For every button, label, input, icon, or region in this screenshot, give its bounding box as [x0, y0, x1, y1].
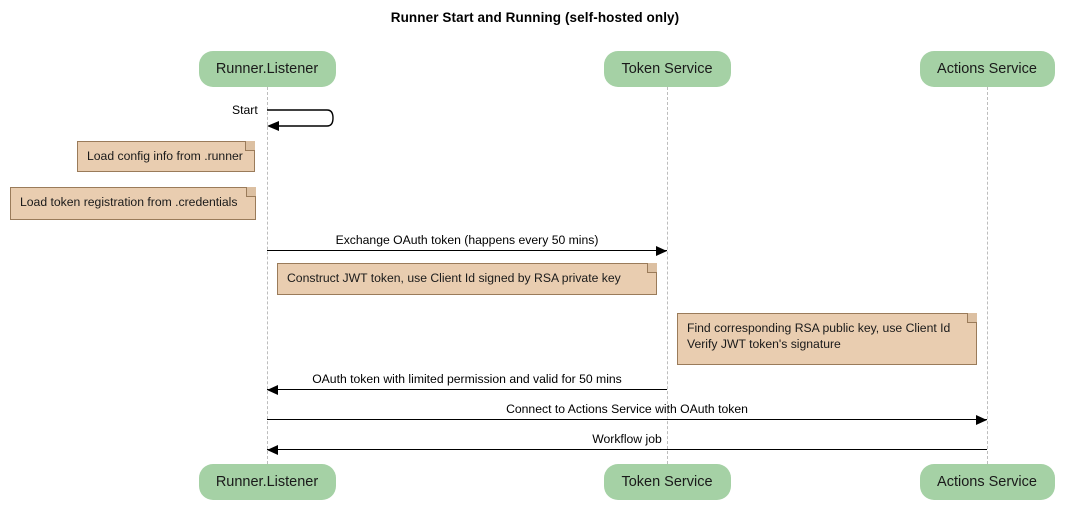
arrowhead-icon [267, 444, 278, 455]
lifeline-actions [987, 87, 988, 464]
participant-label: Token Service [621, 474, 713, 490]
msg-oauth-token-reply-label: OAuth token with limited permission and … [312, 372, 622, 386]
lifeline-runner [267, 87, 268, 464]
note-text: Construct JWT token, use Client Id signe… [287, 271, 621, 285]
arrowhead-icon [267, 121, 279, 131]
participant-token-top[interactable]: Token Service [603, 51, 731, 87]
participant-label: Actions Service [937, 61, 1037, 77]
participant-label: Runner.Listener [215, 61, 319, 77]
note-verify-jwt: Find corresponding RSA public key, use C… [677, 313, 977, 365]
msg-workflow-job-label: Workflow job [592, 432, 662, 446]
msg-connect-actions-label: Connect to Actions Service with OAuth to… [506, 402, 748, 416]
note-fold-corner-icon [245, 141, 255, 151]
arrowhead-icon [267, 384, 278, 395]
note-load-config: Load config info from .runner [77, 141, 255, 172]
participant-runner-bottom[interactable]: Runner.Listener [198, 464, 336, 500]
participant-actions-top[interactable]: Actions Service [919, 51, 1055, 87]
participant-label: Token Service [621, 61, 713, 77]
arrowhead-icon [976, 414, 987, 425]
page-title: Runner Start and Running (self-hosted on… [390, 10, 680, 25]
msg-oauth-token-reply-line [267, 389, 667, 390]
msg-start-loop [267, 109, 334, 131]
participant-token-bottom[interactable]: Token Service [603, 464, 731, 500]
participant-runner-top[interactable]: Runner.Listener [198, 51, 336, 87]
note-text: Load config info from .runner [87, 149, 243, 163]
arrowhead-icon [656, 245, 667, 256]
note-text: Find corresponding RSA public key, use C… [687, 321, 951, 351]
note-fold-corner-icon [647, 263, 657, 273]
msg-start-label: Start [232, 103, 258, 117]
note-fold-corner-icon [246, 187, 256, 197]
note-fold-corner-icon [967, 313, 977, 323]
msg-exchange-oauth-line [267, 250, 667, 251]
participant-label: Runner.Listener [215, 474, 319, 490]
participant-label: Actions Service [937, 474, 1037, 490]
msg-workflow-job-line [267, 449, 987, 450]
note-load-token: Load token registration from .credential… [10, 187, 256, 220]
lifeline-token [667, 87, 668, 464]
msg-exchange-oauth-label: Exchange OAuth token (happens every 50 m… [335, 233, 599, 247]
participant-actions-bottom[interactable]: Actions Service [919, 464, 1055, 500]
msg-connect-actions-line [267, 419, 987, 420]
note-construct-jwt: Construct JWT token, use Client Id signe… [277, 263, 657, 295]
note-text: Load token registration from .credential… [20, 195, 238, 209]
